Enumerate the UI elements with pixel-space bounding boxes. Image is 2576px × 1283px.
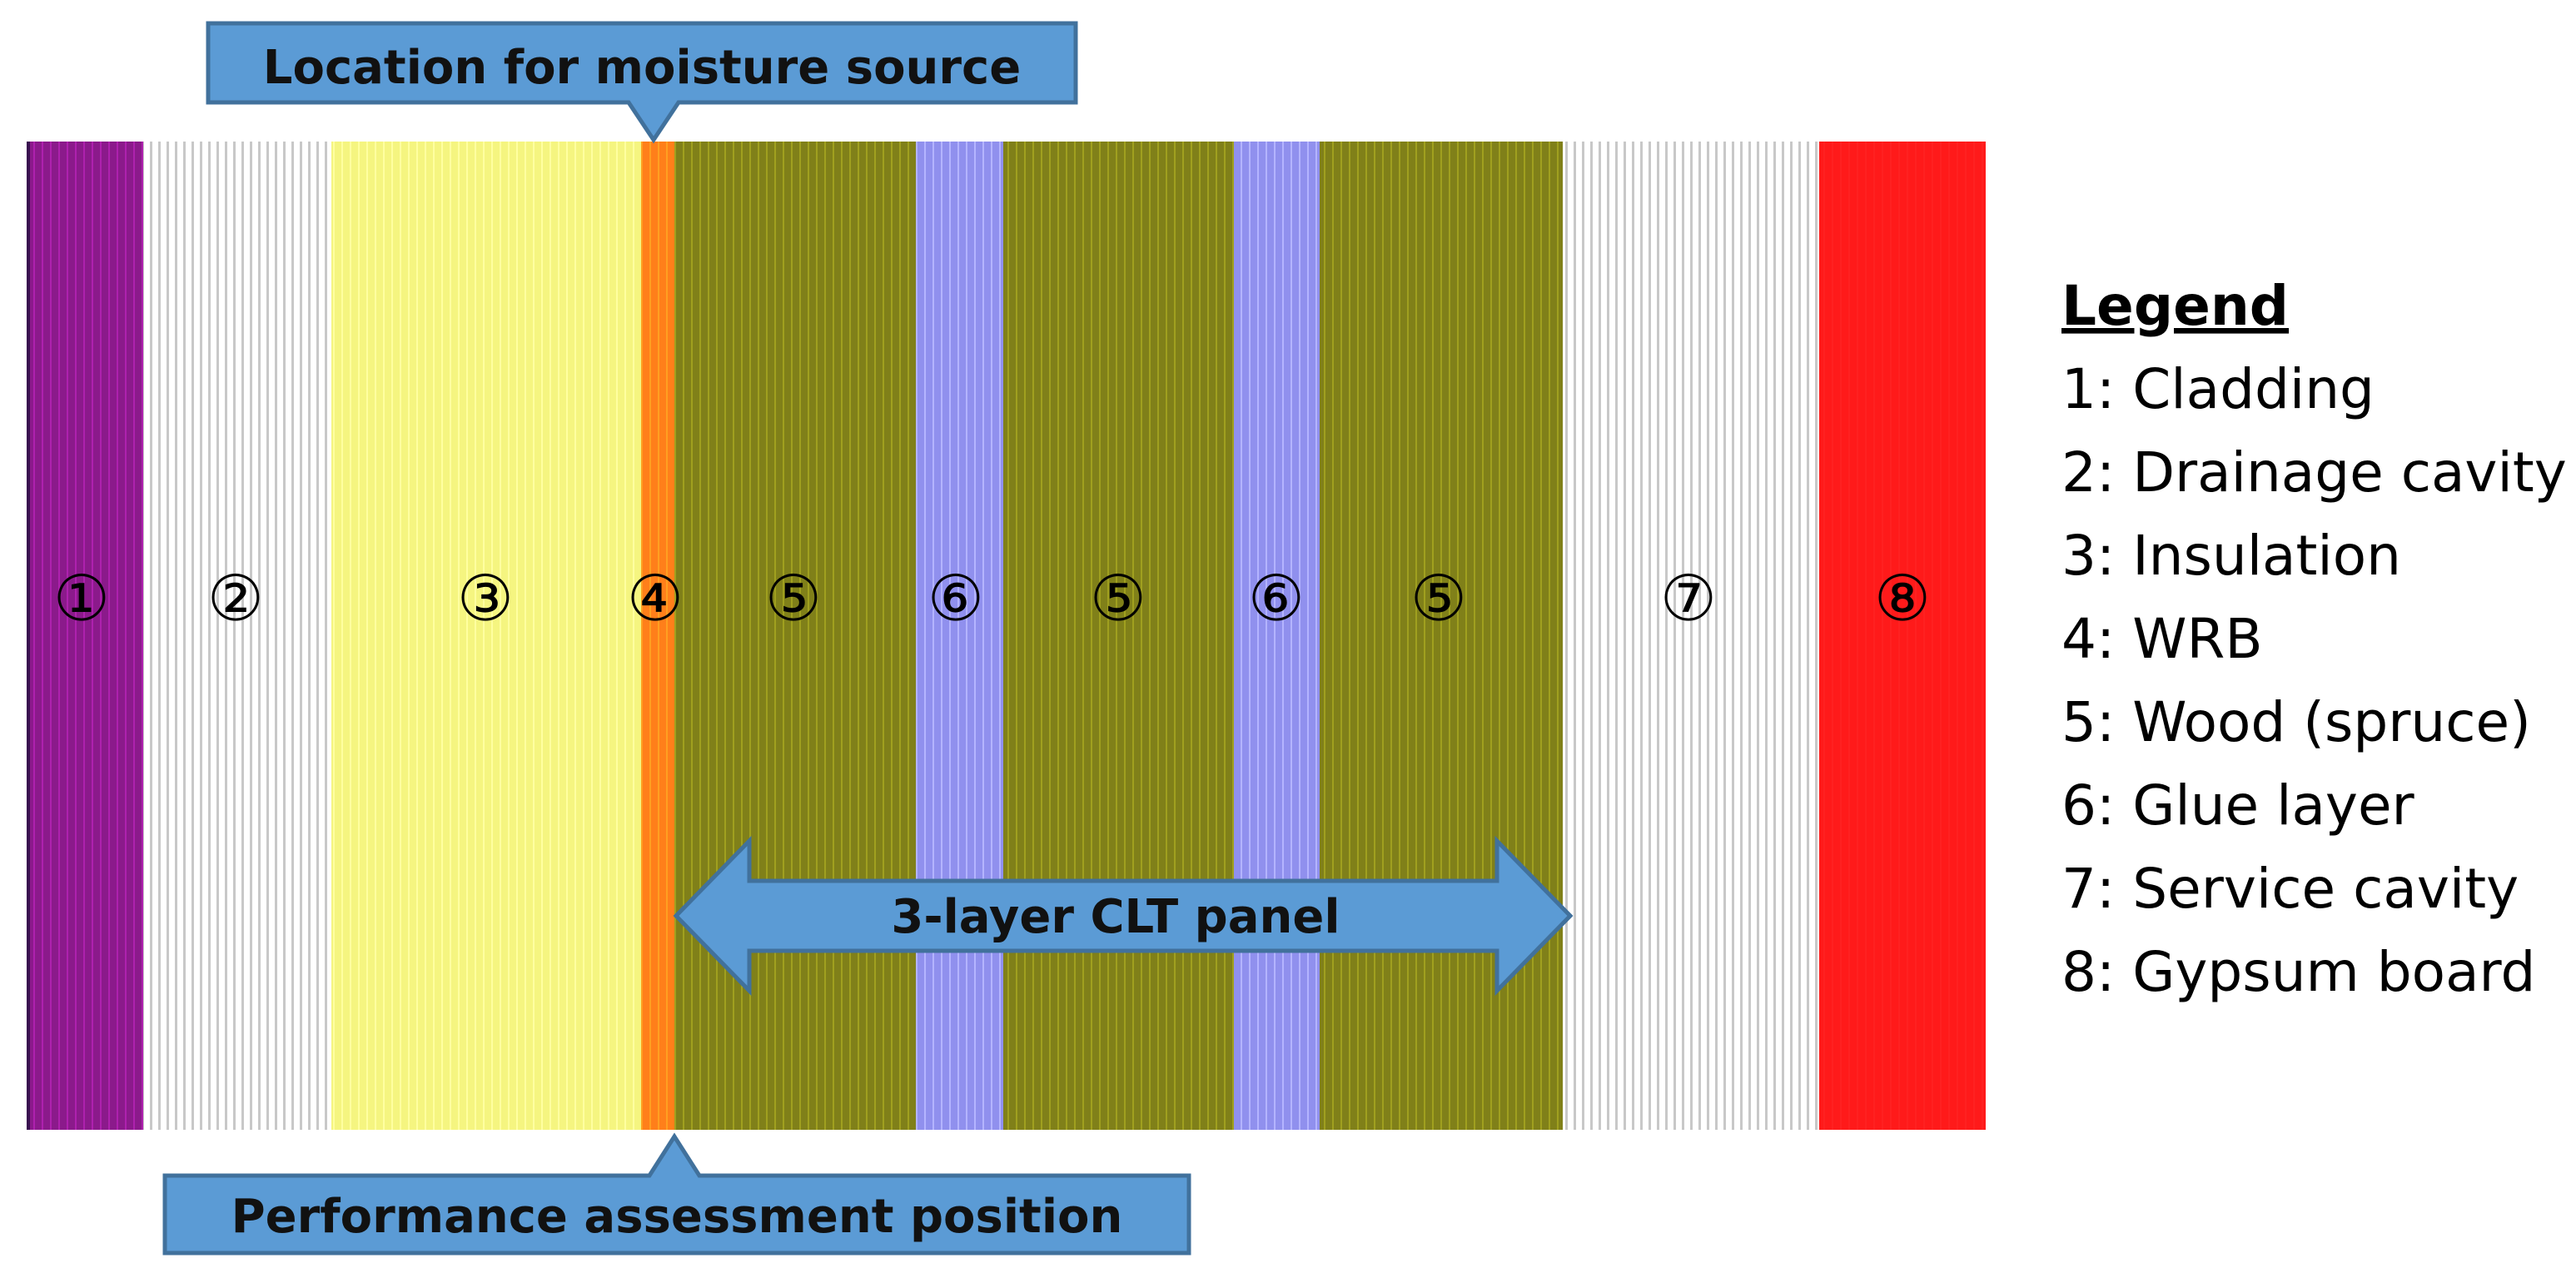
legend: Legend 1: Cladding 2: Drainage cavity 3: I…	[2061, 274, 2567, 1004]
performance-position-callout: Performance assessment position	[162, 1132, 1191, 1256]
legend-item: 3: Insulation	[2061, 524, 2401, 588]
layer-6a-number: ⑥	[927, 564, 984, 634]
performance-position-callout-shape	[162, 1132, 1191, 1256]
legend-item: 6: Glue layer	[2061, 773, 2415, 838]
layer-8-band	[1819, 142, 1986, 1130]
legend-items: 1: Cladding 2: Drainage cavity 3: Insulati…	[2061, 357, 2567, 1004]
moisture-source-callout-shape	[206, 21, 1078, 144]
performance-position-label: Performance assessment position	[231, 1190, 1123, 1244]
legend-item: 4: WRB	[2061, 607, 2263, 671]
layer-1-band	[27, 142, 143, 1130]
layer-5b-number: ⑤	[1090, 564, 1146, 634]
layer-3-number: ③	[457, 564, 514, 634]
layer-5a-band	[674, 142, 916, 1130]
moisture-source-callout: Location for moisture source	[206, 21, 1078, 144]
layer-5b-band	[1003, 142, 1234, 1130]
layer-8-number: ⑧	[1874, 564, 1931, 634]
layer-2-band	[143, 142, 331, 1130]
wall-layers: ① ② ③ ④ ⑤ ⑥ ⑤ ⑥ ⑤ ⑦ ⑧	[27, 142, 1986, 1130]
moisture-source-label: Location for moisture source	[263, 41, 1021, 95]
layer-7-number: ⑦	[1660, 564, 1717, 634]
clt-panel-arrow: 3-layer CLT panel	[673, 835, 1574, 997]
legend-title: Legend	[2061, 274, 2289, 338]
layer-7-band	[1563, 142, 1819, 1130]
legend-item: 1: Cladding	[2061, 357, 2375, 421]
layer-6b-number: ⑥	[1248, 564, 1305, 634]
legend-item: 2: Drainage cavity	[2061, 440, 2567, 505]
layer-6a-band	[916, 142, 1003, 1130]
layer-5a-number: ⑤	[765, 564, 822, 634]
layer-2-number: ②	[207, 564, 264, 634]
cladding-edge-line	[27, 142, 30, 1130]
clt-panel-arrow-shape	[673, 835, 1574, 997]
layer-5c-number: ⑤	[1410, 564, 1467, 634]
layer-4-band	[641, 142, 674, 1130]
layer-1-number: ①	[53, 564, 110, 634]
clt-panel-label: 3-layer CLT panel	[891, 890, 1340, 944]
legend-item: 5: Wood (spruce)	[2061, 690, 2531, 754]
layer-5c-band	[1320, 142, 1563, 1130]
layer-3-band	[331, 142, 641, 1130]
legend-item: 7: Service cavity	[2061, 857, 2519, 921]
layer-6b-band	[1234, 142, 1320, 1130]
layer-4-number: ④	[627, 564, 684, 634]
legend-item: 8: Gypsum board	[2061, 940, 2535, 1004]
